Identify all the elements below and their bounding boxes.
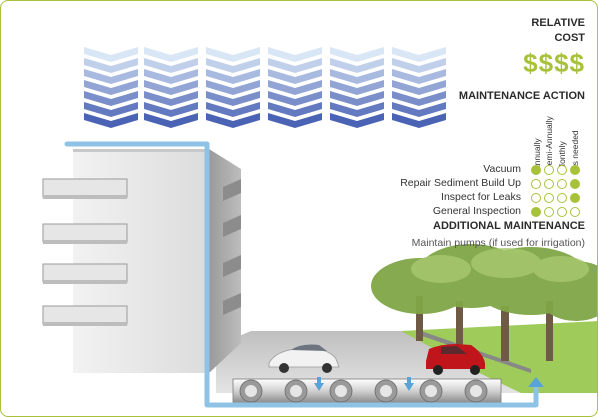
relative-cost-value: $$$$ [523,48,585,78]
rain-chevron [392,113,446,128]
building [42,149,241,373]
rain-chevron [84,102,138,117]
rain-chevron [392,91,446,106]
rain-chevron [268,69,322,84]
empty-dot [531,193,541,203]
rain-chevron [144,58,198,73]
rain-chevron [268,58,322,73]
rain-chevron [330,91,384,106]
rain-chevron [144,113,198,128]
empty-dot [557,207,567,217]
rain-chevron [392,80,446,95]
maintenance-action-title: MAINTENANCE ACTION [458,90,585,102]
rain-chevron [84,69,138,84]
rain-chevron [84,91,138,106]
maintenance-row-label: Repair Sediment Build Up [400,177,521,189]
maintenance-row-label: Inspect for Leaks [441,191,521,203]
additional-maintenance-title: ADDITIONAL MAINTENANCE [433,220,585,232]
rain-chevron [206,91,260,106]
water-flow-path [64,141,539,408]
rain-chevrons [84,47,446,128]
rain-chevron [330,102,384,117]
storage-pipes [232,378,502,404]
filled-dot [531,165,541,175]
rain-chevron [144,91,198,106]
trees [371,244,597,361]
rain-chevron [268,80,322,95]
rain-chevron [268,113,322,128]
red-car [426,344,485,375]
filled-dot [570,165,580,175]
rain-chevron [84,58,138,73]
rain-chevron [144,69,198,84]
relative-cost-title: RELATIVE COST [505,16,585,46]
rain-chevron [330,47,384,62]
rain-chevron [144,80,198,95]
flow-arrows [314,377,544,391]
rain-chevron [330,69,384,84]
rain-chevron [392,69,446,84]
rain-chevron [392,102,446,117]
empty-dot [557,179,567,189]
empty-dot [544,193,554,203]
rain-chevron [330,58,384,73]
rain-chevron [206,47,260,62]
rain-chevron [330,80,384,95]
empty-dot [557,193,567,203]
rain-chevron [268,91,322,106]
rain-chevron [330,113,384,128]
maintenance-row-label: Vacuum [483,163,521,175]
rain-chevron [392,47,446,62]
white-car [268,344,340,373]
empty-dot [544,165,554,175]
empty-dot [570,207,580,217]
filled-dot [570,179,580,189]
rain-chevron [268,47,322,62]
relative-cost-title-line1: RELATIVE [531,17,585,29]
maintenance-row-label: General Inspection [432,205,521,217]
empty-dot [557,165,567,175]
rain-chevron [268,102,322,117]
rain-chevron [206,58,260,73]
additional-maintenance-note: Maintain pumps (if used for irrigation) [411,237,585,249]
relative-cost-title-line2: COST [554,32,585,44]
rain-chevron [84,80,138,95]
rain-chevron [84,47,138,62]
empty-dot [544,207,554,217]
rain-chevron [144,47,198,62]
empty-dot [544,179,554,189]
rain-chevron [144,102,198,117]
filled-dot [531,207,541,217]
rain-chevron [392,58,446,73]
rain-chevron [206,80,260,95]
rain-chevron [206,69,260,84]
column-label-semi-annually: Semi-Annually [544,116,554,171]
rain-chevron [84,113,138,128]
rain-chevron [206,102,260,117]
filled-dot [570,193,580,203]
empty-dot [531,179,541,189]
rain-chevron [206,113,260,128]
